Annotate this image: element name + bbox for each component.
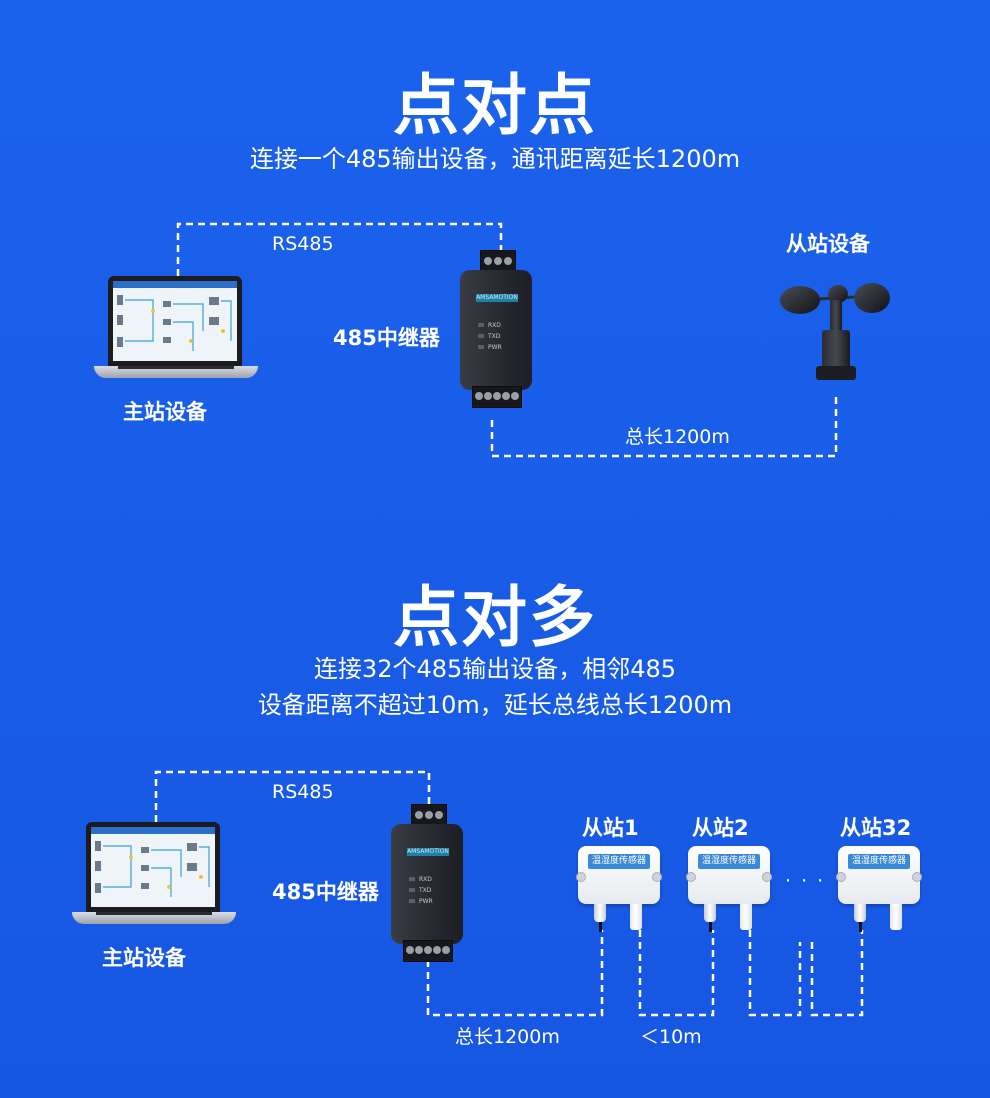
s1-master-label: 主站设备: [123, 400, 207, 424]
slave-1-label: 从站1: [582, 816, 639, 840]
section2-subtitle-line2: 设备距离不超过10m，延长总线总长1200m: [257, 691, 733, 719]
s1-master-laptop: [94, 276, 258, 386]
led-txd: TXD: [408, 887, 432, 894]
s2-master-label: 主站设备: [102, 946, 186, 970]
repeater-brand-label: AMSAMOTION: [407, 848, 449, 856]
s2-bus-wire-main: [426, 930, 604, 1017]
slave-32-sensor: 温湿度传感器: [836, 846, 922, 936]
anemometer-icon: [780, 283, 890, 380]
sensor-panel-label: 温湿度传感器: [588, 854, 650, 869]
slave-1-sensor: 温湿度传感器: [576, 846, 662, 936]
s2-master-laptop: [72, 822, 236, 932]
repeater-brand-label: AMSAMOTION: [476, 294, 518, 302]
s1-slave-label: 从站设备: [786, 232, 870, 256]
section1-title: 点对点: [393, 67, 597, 144]
s1-repeater-device: AMSAMOTION RXD TXD PWR: [460, 250, 532, 408]
s2-rs485-label: RS485: [272, 781, 334, 803]
laptop-screen: [113, 281, 237, 361]
s2-repeater-device: AMSAMOTION RXD TXD PWR: [391, 804, 463, 962]
led-pwr: PWR: [478, 344, 502, 351]
slave-32-label: 从站32: [840, 816, 912, 840]
slave-2-sensor: 温湿度传感器: [686, 846, 772, 936]
slave-2-label: 从站2: [692, 816, 749, 840]
s1-bus-wire: [490, 396, 838, 458]
sensor-panel-label: 温湿度传感器: [848, 854, 910, 869]
s1-rs485-label: RS485: [272, 233, 334, 255]
section2-subtitle-line1: 连接32个485输出设备，相邻485: [313, 655, 677, 683]
led-txd: TXD: [477, 333, 501, 340]
s2-bus-wire-2-mid: [748, 930, 802, 1017]
section2-title: 点对多: [393, 579, 597, 656]
section1-subtitle: 连接一个485输出设备，通讯距离延长1200m: [249, 145, 741, 173]
s2-repeater-label: 485中继器: [272, 880, 379, 904]
s2-spacing-label: ＜10m: [640, 1026, 702, 1048]
sensor-panel-label: 温湿度传感器: [698, 854, 760, 869]
s2-distance-label: 总长1200m: [455, 1026, 560, 1048]
s2-rs485-wire: [154, 770, 431, 822]
s1-repeater-label: 485中继器: [333, 326, 440, 350]
led-pwr: PWR: [409, 898, 433, 905]
slaves-ellipsis: · · ·: [785, 870, 826, 892]
s1-rs485-wire: [176, 222, 503, 276]
led-rxd: RXD: [409, 876, 432, 883]
s2-bus-wire-mid-32: [810, 930, 864, 1017]
led-rxd: RXD: [478, 322, 501, 329]
s2-bus-wire-1-2: [638, 930, 715, 1017]
laptop-screen: [91, 827, 215, 907]
s1-distance-label: 总长1200m: [625, 426, 730, 448]
